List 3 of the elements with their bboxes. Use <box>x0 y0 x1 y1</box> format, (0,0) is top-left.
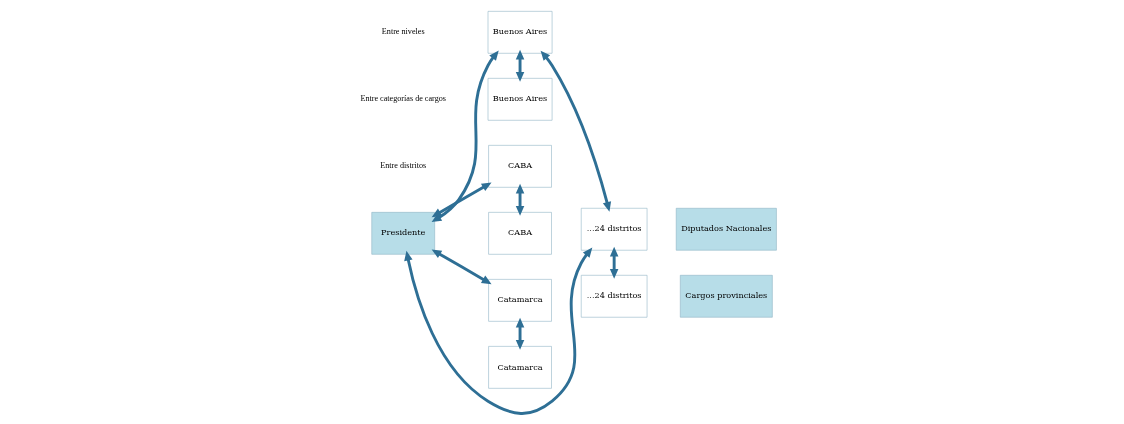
label: Entre categorías de cargos <box>360 93 446 103</box>
label: Entre niveles <box>381 26 425 36</box>
label: Entre distritos <box>380 160 427 170</box>
